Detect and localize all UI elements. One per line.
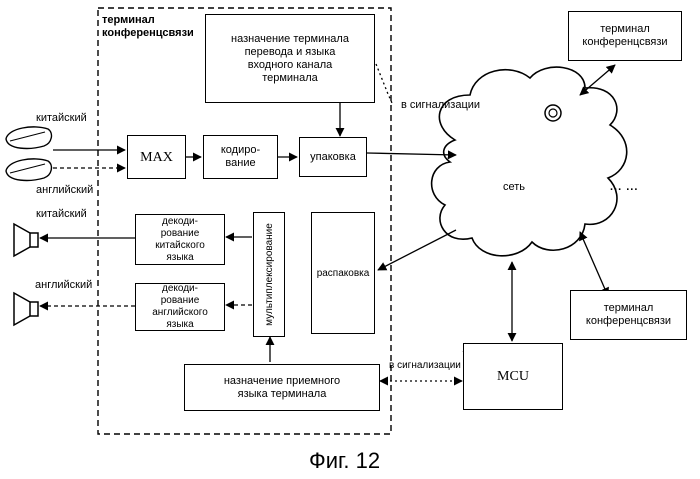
mic-cn-label: китайский <box>36 112 87 125</box>
assign-translation-terminal-block: назначение терминала перевода и языка вх… <box>205 14 375 103</box>
demultiplexing-label: мультиплексирование <box>263 223 276 326</box>
figure-caption: Фиг. 12 <box>309 448 380 474</box>
signaling-bottom-label: в сигнализации <box>389 359 461 372</box>
arrow-packing-to-net <box>367 153 456 155</box>
terminal-frame-label: терминал конференцсвязи <box>102 14 194 40</box>
decode-cn-block: декоди- рование китайского языка <box>135 214 225 265</box>
signaling-top-label: в сигнализации <box>401 99 480 112</box>
speaker-en-label: английский <box>35 279 92 292</box>
mux-block: MAX <box>127 135 186 179</box>
signaling-top-connector <box>376 64 392 103</box>
decode-en-block: декоди- рование английского языка <box>135 283 225 331</box>
network-label: сеть <box>503 181 525 194</box>
arrow-net-to-unpacking <box>378 230 456 270</box>
speaker-en-icon <box>14 293 38 325</box>
link-net-term-bottom <box>580 232 608 296</box>
assign-receive-language-block: назначение приемного языка терминала <box>184 364 380 411</box>
microphone-en-icon <box>6 159 51 181</box>
more-terminals-ellipsis: ... ... <box>610 181 638 194</box>
conference-terminal-bottom: терминал конференцсвязи <box>570 290 687 340</box>
mic-en-label: английский <box>36 184 93 197</box>
speaker-cn-icon <box>14 224 38 256</box>
coding-block: кодиро- вание <box>203 135 278 179</box>
mcu-block: MCU <box>463 343 563 410</box>
network-cloud <box>432 67 627 256</box>
packing-block: упаковка <box>299 137 367 177</box>
demultiplexing-block: мультиплексирование <box>253 212 285 337</box>
microphone-cn-icon <box>6 127 51 149</box>
speaker-cn-label: китайский <box>36 208 87 221</box>
unpacking-block: распаковка <box>311 212 375 334</box>
conference-terminal-top: терминал конференцсвязи <box>568 11 682 61</box>
